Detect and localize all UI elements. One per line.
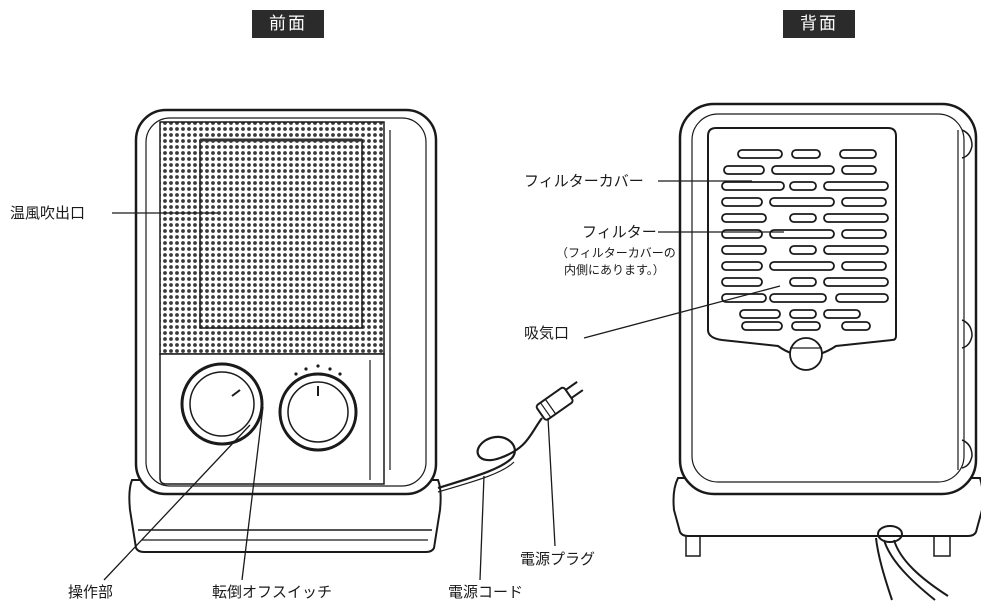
vent-slot — [721, 197, 763, 207]
vent-slot — [823, 181, 889, 191]
vent-slot — [841, 197, 887, 207]
vent-slot — [823, 309, 861, 319]
label-filter: フィルター — [582, 223, 657, 241]
vent-slot — [789, 213, 817, 223]
vent-slot — [721, 229, 763, 239]
label-power-plug: 電源プラグ — [520, 550, 596, 568]
vent-slot — [789, 309, 817, 319]
vent-slot — [835, 293, 889, 303]
vent-slot — [721, 293, 767, 303]
vent-slot — [791, 149, 821, 159]
label-filter-note-1: （フィルターカバーの — [556, 246, 676, 260]
vent-slot — [841, 165, 877, 175]
front-heater — [128, 108, 584, 553]
front-view-title: 前面 — [252, 10, 324, 38]
vent-slot — [823, 245, 889, 255]
back-cord — [875, 525, 949, 601]
label-outlet: 温風吹出口 — [10, 204, 86, 222]
vent-slot — [839, 149, 877, 159]
vent-slot — [769, 197, 835, 207]
vent-slot — [789, 277, 817, 287]
vent-slot — [723, 165, 765, 175]
vent-slot — [789, 245, 817, 255]
label-filter-note-2: 内側にあります。） — [564, 263, 665, 277]
vent-slot — [737, 149, 783, 159]
vent-slot — [721, 181, 785, 191]
vent-slot — [771, 165, 835, 175]
vent-slot — [841, 229, 887, 239]
vent-slot — [769, 261, 835, 271]
label-power-cord: 電源コード — [448, 583, 524, 601]
vent-slot — [721, 213, 767, 223]
intake-vents — [721, 149, 889, 331]
vent-slot — [841, 261, 887, 271]
vent-slot — [721, 261, 763, 271]
label-filter-cover: フィルターカバー — [524, 172, 644, 190]
vent-slot — [721, 277, 763, 287]
vent-slot — [769, 293, 827, 303]
vent-slot — [769, 229, 835, 239]
vent-slot — [721, 245, 767, 255]
vent-slot — [739, 309, 781, 319]
vent-slot — [823, 277, 889, 287]
label-controls: 操作部 — [68, 583, 114, 601]
vent-slot — [789, 181, 817, 191]
vent-slot — [841, 321, 871, 331]
back-view-title: 背面 — [783, 10, 855, 38]
vent-slot — [823, 213, 889, 223]
vent-slot — [791, 321, 821, 331]
leader-lines — [103, 180, 784, 581]
label-intake: 吸気口 — [524, 324, 570, 342]
label-tip-switch: 転倒オフスイッチ — [212, 583, 333, 601]
vent-slot — [741, 321, 783, 331]
